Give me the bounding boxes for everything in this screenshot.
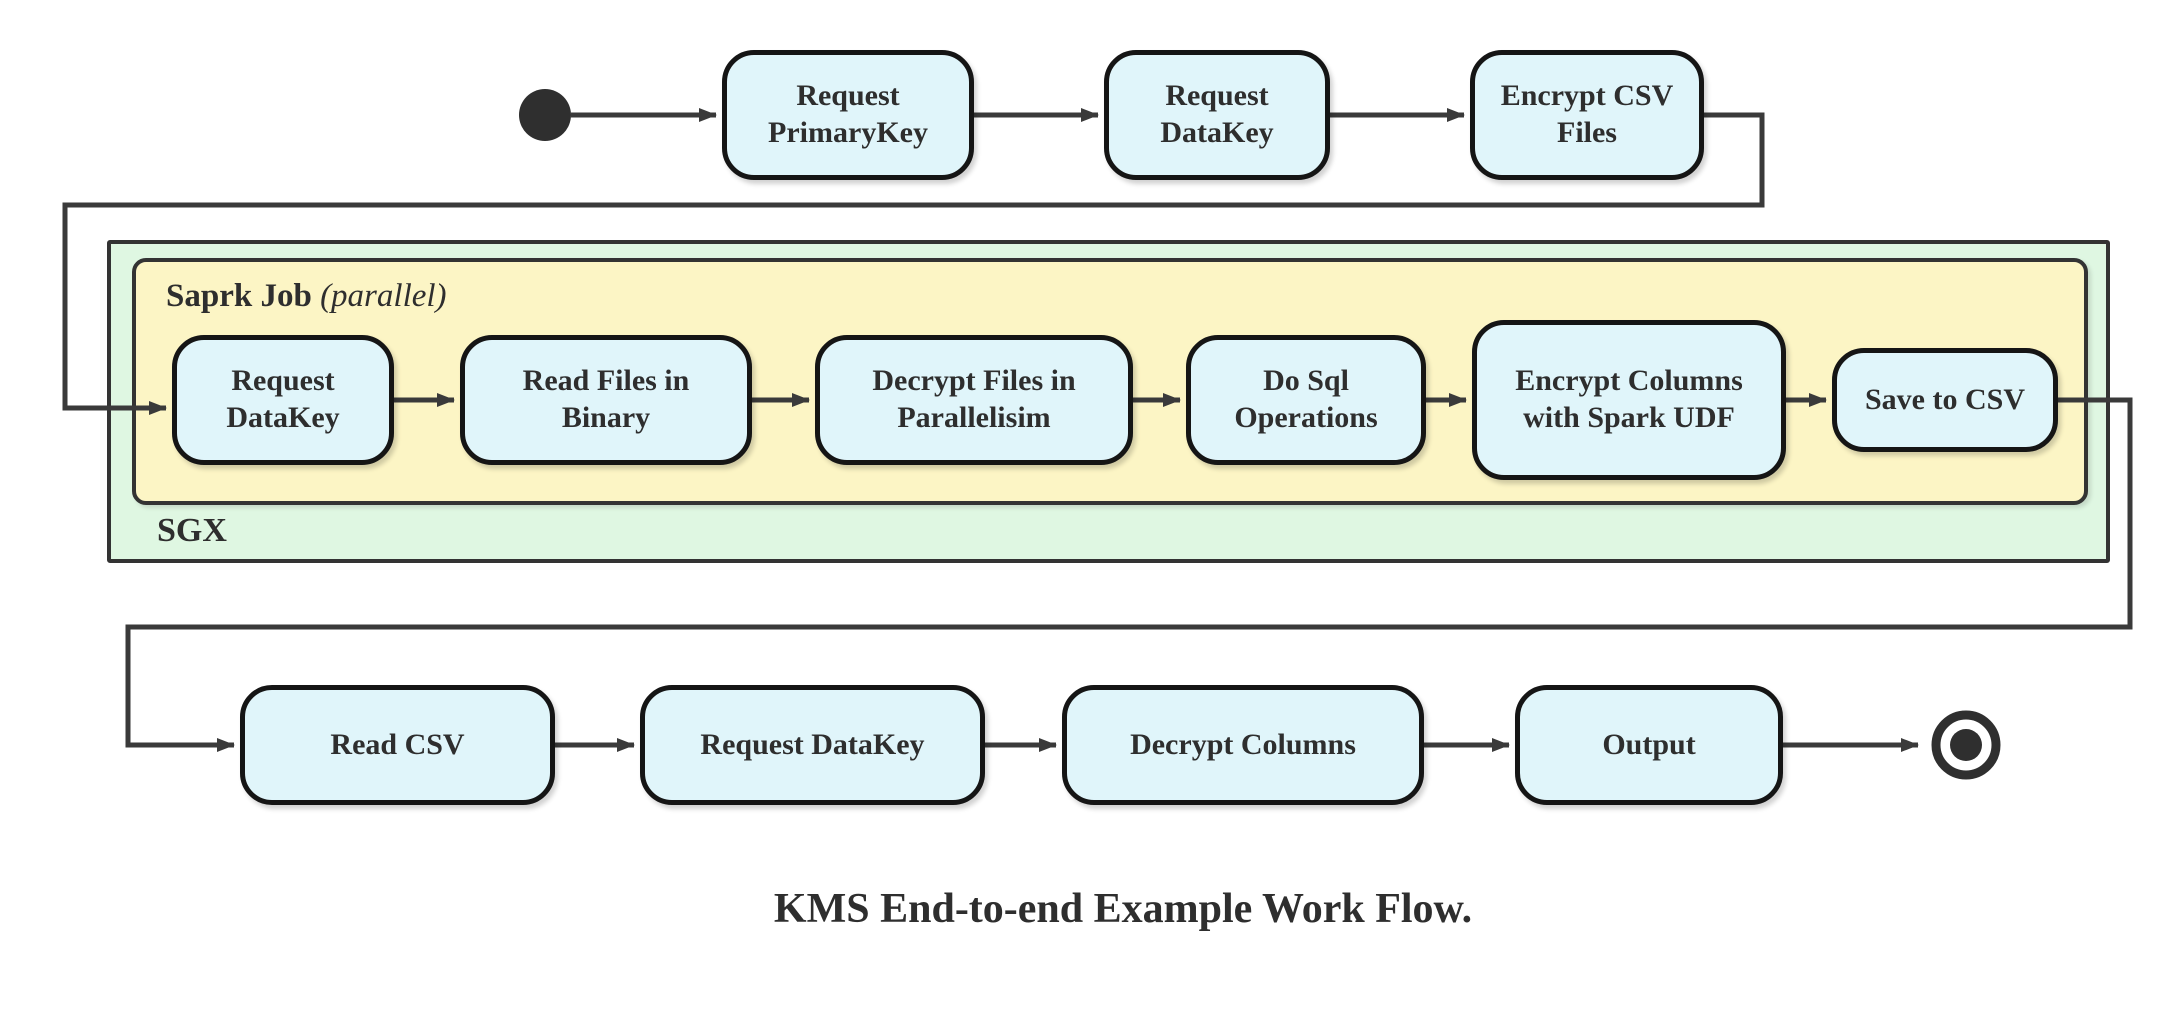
sgx-group-label: SGX xyxy=(157,512,227,549)
node-label: Request DataKey xyxy=(700,727,925,761)
spark-job-label-bold: Saprk Job xyxy=(166,278,312,314)
end-state-icon xyxy=(1931,710,2001,780)
node-label: Decrypt Files in Parallelisim xyxy=(872,364,1076,434)
node-decrypt-files-in-parallelism: Decrypt Files in Parallelisim xyxy=(815,335,1133,465)
node-label: Read Files in Binary xyxy=(522,364,690,434)
node-label: Request DataKey xyxy=(1160,79,1274,149)
spark-job-group-label: Saprk Job (parallel) xyxy=(166,278,447,315)
node-label: Decrypt Columns xyxy=(1130,727,1356,761)
start-state-icon xyxy=(519,89,571,141)
spark-job-label-parallel: (parallel) xyxy=(320,278,447,314)
node-request-datakey-top: Request DataKey xyxy=(1104,50,1330,180)
node-do-sql-operations: Do Sql Operations xyxy=(1186,335,1426,465)
node-label: Request DataKey xyxy=(226,364,340,434)
node-label: Encrypt CSV Files xyxy=(1500,79,1674,149)
connector-save-csv-to-read-csv xyxy=(125,397,2133,752)
node-request-datakey-sgx: Request DataKey xyxy=(172,335,394,465)
node-output: Output xyxy=(1515,685,1783,805)
node-label: Encrypt Columns with Spark UDF xyxy=(1515,364,1743,434)
node-label: Do Sql Operations xyxy=(1234,364,1378,434)
diagram-caption: KMS End-to-end Example Work Flow. xyxy=(773,886,1473,932)
node-request-primarykey: Request PrimaryKey xyxy=(722,50,974,180)
node-encrypt-columns-with-spark-udf: Encrypt Columns with Spark UDF xyxy=(1472,320,1786,480)
node-read-csv: Read CSV xyxy=(240,685,555,805)
node-request-datakey-bottom: Request DataKey xyxy=(640,685,985,805)
node-save-to-csv: Save to CSV xyxy=(1832,348,2058,452)
node-label: Output xyxy=(1602,727,1696,761)
node-label: Request PrimaryKey xyxy=(768,79,928,149)
node-label: Read CSV xyxy=(330,727,465,761)
node-decrypt-columns: Decrypt Columns xyxy=(1062,685,1424,805)
node-label: Save to CSV xyxy=(1864,382,2025,416)
node-encrypt-csv-files: Encrypt CSV Files xyxy=(1470,50,1704,180)
node-read-files-in-binary: Read Files in Binary xyxy=(460,335,752,465)
connector-encrypt-csv-to-sgx-request-datakey xyxy=(62,112,1765,415)
